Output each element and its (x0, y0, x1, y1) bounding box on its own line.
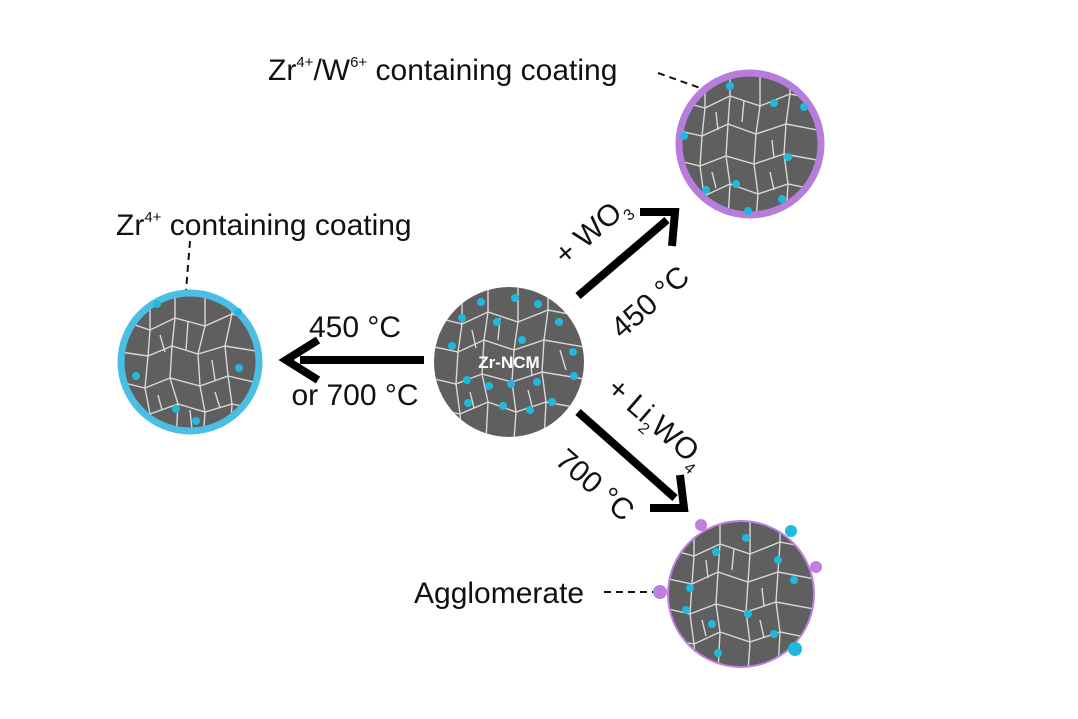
arrow-left (278, 336, 424, 384)
particle-zr-coated (117, 289, 263, 435)
arrow-upper-right (575, 208, 680, 300)
particle-agglomerate (653, 519, 822, 668)
lower-arrow-reagent: + Li2WO4 (597, 371, 712, 478)
arrow-lower-right (575, 409, 689, 512)
upper-arrow-reagent: + WO3 (548, 190, 638, 275)
particle-zr-ncm: Zr-NCM (434, 287, 584, 437)
particle-zrw-coated (675, 69, 825, 219)
upper-arrow-temp: 450 °C (605, 260, 696, 345)
svg-text:450 °C: 450 °C (605, 260, 696, 345)
agglomerate-nodules (653, 519, 822, 656)
zrw-coating-label: Zr4+/W6+ containing coating (268, 54, 617, 87)
leader-zr-coating (185, 240, 191, 292)
left-arrow-temp-top: 450 °C (309, 311, 401, 344)
core-label: Zr-NCM (478, 353, 539, 372)
left-arrow-temp-bottom: or 700 °C (291, 379, 418, 412)
zr-coating-label: Zr4+ containing coating (116, 209, 412, 242)
agglomerate-label: Agglomerate (414, 577, 584, 610)
svg-text:+ Li2WO4: + Li2WO4 (597, 371, 712, 478)
leader-zrw-coating (657, 72, 704, 90)
svg-text:+ WO3: + WO3 (548, 190, 638, 275)
